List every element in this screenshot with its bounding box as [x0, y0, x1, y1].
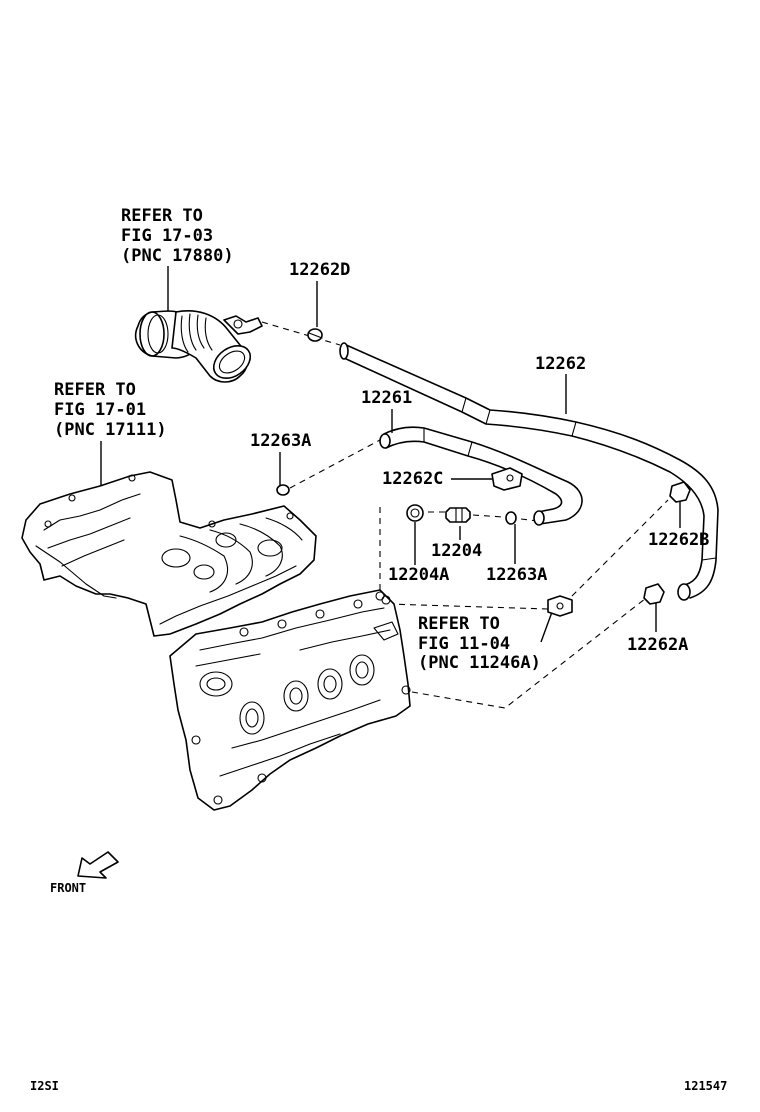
part-number-label: 12262 — [535, 354, 586, 374]
clamp-12262A — [643, 583, 665, 605]
callout-line: (PNC 11246A) — [418, 653, 541, 673]
part-number-label: 12204 — [431, 541, 482, 561]
callout-line: FIG 17-01 — [54, 400, 146, 420]
pcv-bracket — [547, 595, 573, 617]
part-12262A: 12262A — [627, 596, 688, 655]
part-number-label: 12262B — [648, 530, 709, 550]
callout-line: FIG 11-04 — [418, 634, 510, 654]
air-intake-connector — [134, 310, 263, 383]
front-arrow-icon — [77, 851, 119, 879]
callout-line: REFER TO — [54, 380, 136, 400]
part-12262C: 12262C — [382, 469, 492, 489]
front-label: FRONT — [50, 881, 86, 895]
dashed-connection-lines — [261, 321, 669, 709]
callout-fig-11-04: REFER TO FIG 11-04 (PNC 11246A) — [418, 611, 553, 673]
part-12263A-right: 12263A — [486, 524, 547, 585]
part-12262D: 12262D — [289, 260, 350, 327]
grommet-12204A — [406, 504, 424, 522]
part-number-label: 12263A — [250, 431, 311, 451]
part-12261: 12261 — [361, 388, 412, 433]
callout-line: (PNC 17111) — [54, 420, 167, 440]
clip-12263A-left — [276, 484, 290, 496]
front-direction-indicator: FRONT — [50, 851, 119, 895]
clip-12262C — [491, 467, 523, 491]
part-12263A-left: 12263A — [250, 431, 311, 485]
part-number-label: 12262C — [382, 469, 443, 489]
callout-line: (PNC 17880) — [121, 246, 234, 266]
part-12204: 12204 — [431, 526, 482, 561]
part-12262: 12262 — [535, 354, 586, 414]
callout-line: FIG 17-03 — [121, 226, 213, 246]
hose-clamp-12262D — [307, 328, 323, 342]
callout-line: REFER TO — [418, 614, 500, 634]
part-number-label: 12263A — [486, 565, 547, 585]
part-number-label: 12262D — [289, 260, 350, 280]
callout-fig-17-03: REFER TO FIG 17-03 (PNC 17880) — [121, 206, 234, 312]
part-number-label: 12261 — [361, 388, 412, 408]
ventilation-hose-12262 — [339, 342, 719, 601]
clip-12263A-right — [505, 511, 517, 525]
part-number-label: 12204A — [388, 565, 449, 585]
clamp-12262B — [669, 481, 691, 503]
callout-line: REFER TO — [121, 206, 203, 226]
part-number-label: 12262A — [627, 635, 688, 655]
part-12262B: 12262B — [648, 497, 709, 550]
pcv-valve-12204 — [445, 507, 471, 523]
footer-left-code: I2SI — [30, 1079, 59, 1093]
footer-right-code: 121547 — [684, 1079, 727, 1093]
callout-fig-17-01: REFER TO FIG 17-01 (PNC 17111) — [54, 380, 167, 490]
cylinder-head-cover — [169, 589, 411, 811]
part-12204A: 12204A — [388, 522, 449, 585]
intake-manifold — [21, 471, 317, 637]
